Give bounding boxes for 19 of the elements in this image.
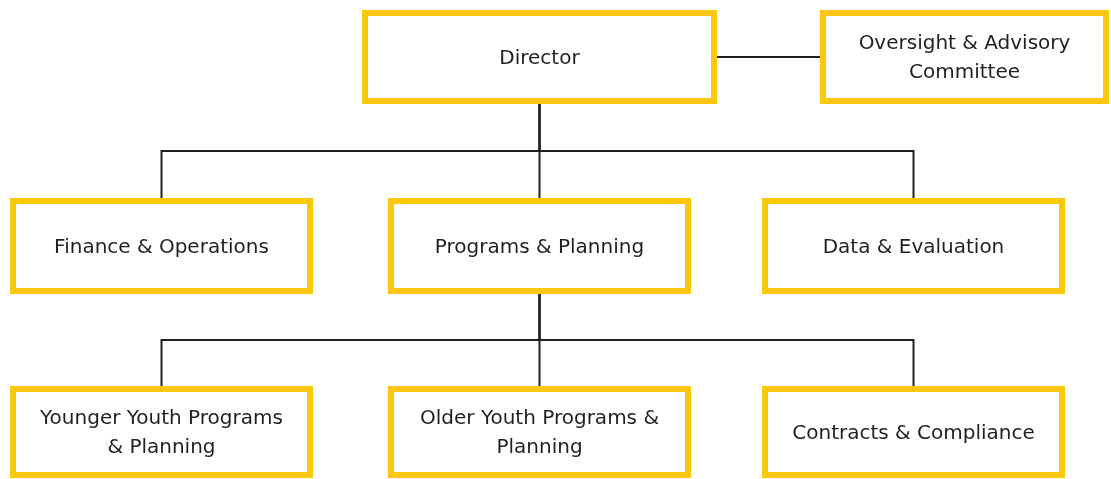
org-box	[10, 386, 313, 478]
org-box	[362, 10, 717, 104]
org-box	[762, 386, 1065, 478]
box-label: Data & Evaluation	[822, 232, 1005, 260]
org-box	[388, 198, 691, 294]
box-label: Programs & Planning	[434, 232, 645, 260]
connector-line	[716, 56, 821, 58]
box-label: Oversight & Advisory Committee	[857, 29, 1072, 85]
org-box	[10, 198, 313, 294]
box-label: Finance & Operations	[54, 232, 269, 260]
connector-line	[538, 293, 915, 387]
box-label: Director	[499, 43, 580, 71]
org-box	[388, 386, 691, 478]
box-label: Contracts & Compliance	[792, 418, 1035, 446]
connector-line	[538, 103, 915, 199]
box-label: Older Youth Programs & Planning	[419, 404, 660, 460]
box-label: Younger Youth Programs & Planning	[39, 404, 284, 460]
org-box	[762, 198, 1065, 294]
org-box	[820, 10, 1109, 104]
